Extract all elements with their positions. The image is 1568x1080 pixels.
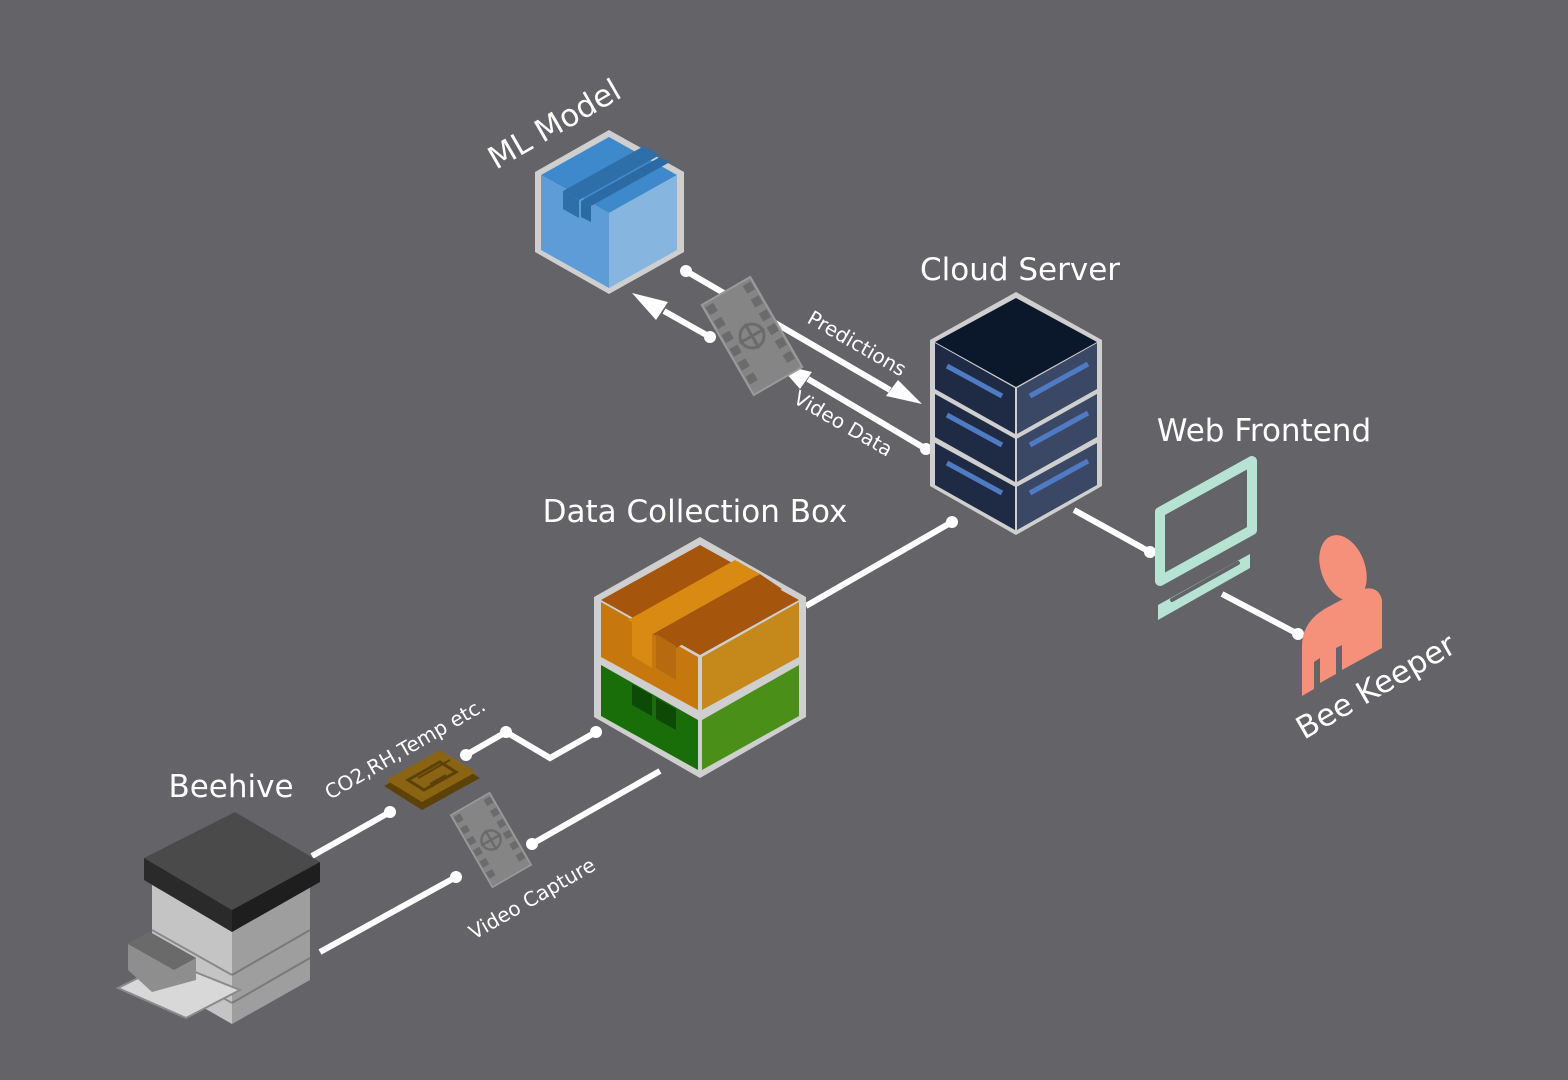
- box-icon: [535, 130, 684, 294]
- video-data-line: [806, 376, 928, 452]
- film-icon: [449, 791, 533, 889]
- arrow-to-cloud-icon: [886, 380, 922, 404]
- bee-keeper-node: [1302, 535, 1382, 696]
- arrow-to-ml-model-icon: [632, 293, 668, 320]
- cloud-server-node: [930, 292, 1102, 535]
- film-icon: [700, 275, 804, 397]
- web-frontend-label: Web Frontend: [1157, 413, 1371, 449]
- beehive-icon: [115, 812, 320, 1024]
- box-to-cloud-line: [804, 519, 954, 609]
- beehive-label: Beehive: [168, 769, 293, 805]
- person-icon: [1302, 535, 1382, 696]
- sensor-chip-icon: [384, 750, 480, 810]
- ml-model-node: [535, 130, 684, 294]
- box-icon: [594, 537, 806, 778]
- server-icon: [930, 292, 1102, 535]
- monitor-icon: [1155, 456, 1257, 620]
- hive-to-film-line: [318, 874, 458, 955]
- predictions-line: [684, 268, 892, 393]
- sensor-to-box-line: [464, 728, 598, 762]
- data-collection-box-node: [594, 537, 806, 778]
- web-frontend-node: [1155, 456, 1257, 620]
- cloud-to-frontend-line: [1072, 507, 1152, 555]
- labels: ML Model Cloud Server Web Frontend Bee K…: [168, 72, 1462, 944]
- frontend-to-keeper-line: [1220, 591, 1300, 637]
- hive-to-sensor-line: [310, 809, 392, 859]
- cloud-server-label: Cloud Server: [920, 252, 1120, 288]
- connections: [310, 265, 1304, 955]
- prediction-return-line: [662, 308, 712, 340]
- beehive-node: [115, 812, 320, 1024]
- film-to-box-line: [530, 768, 662, 847]
- data-collection-box-label: Data Collection Box: [543, 494, 848, 530]
